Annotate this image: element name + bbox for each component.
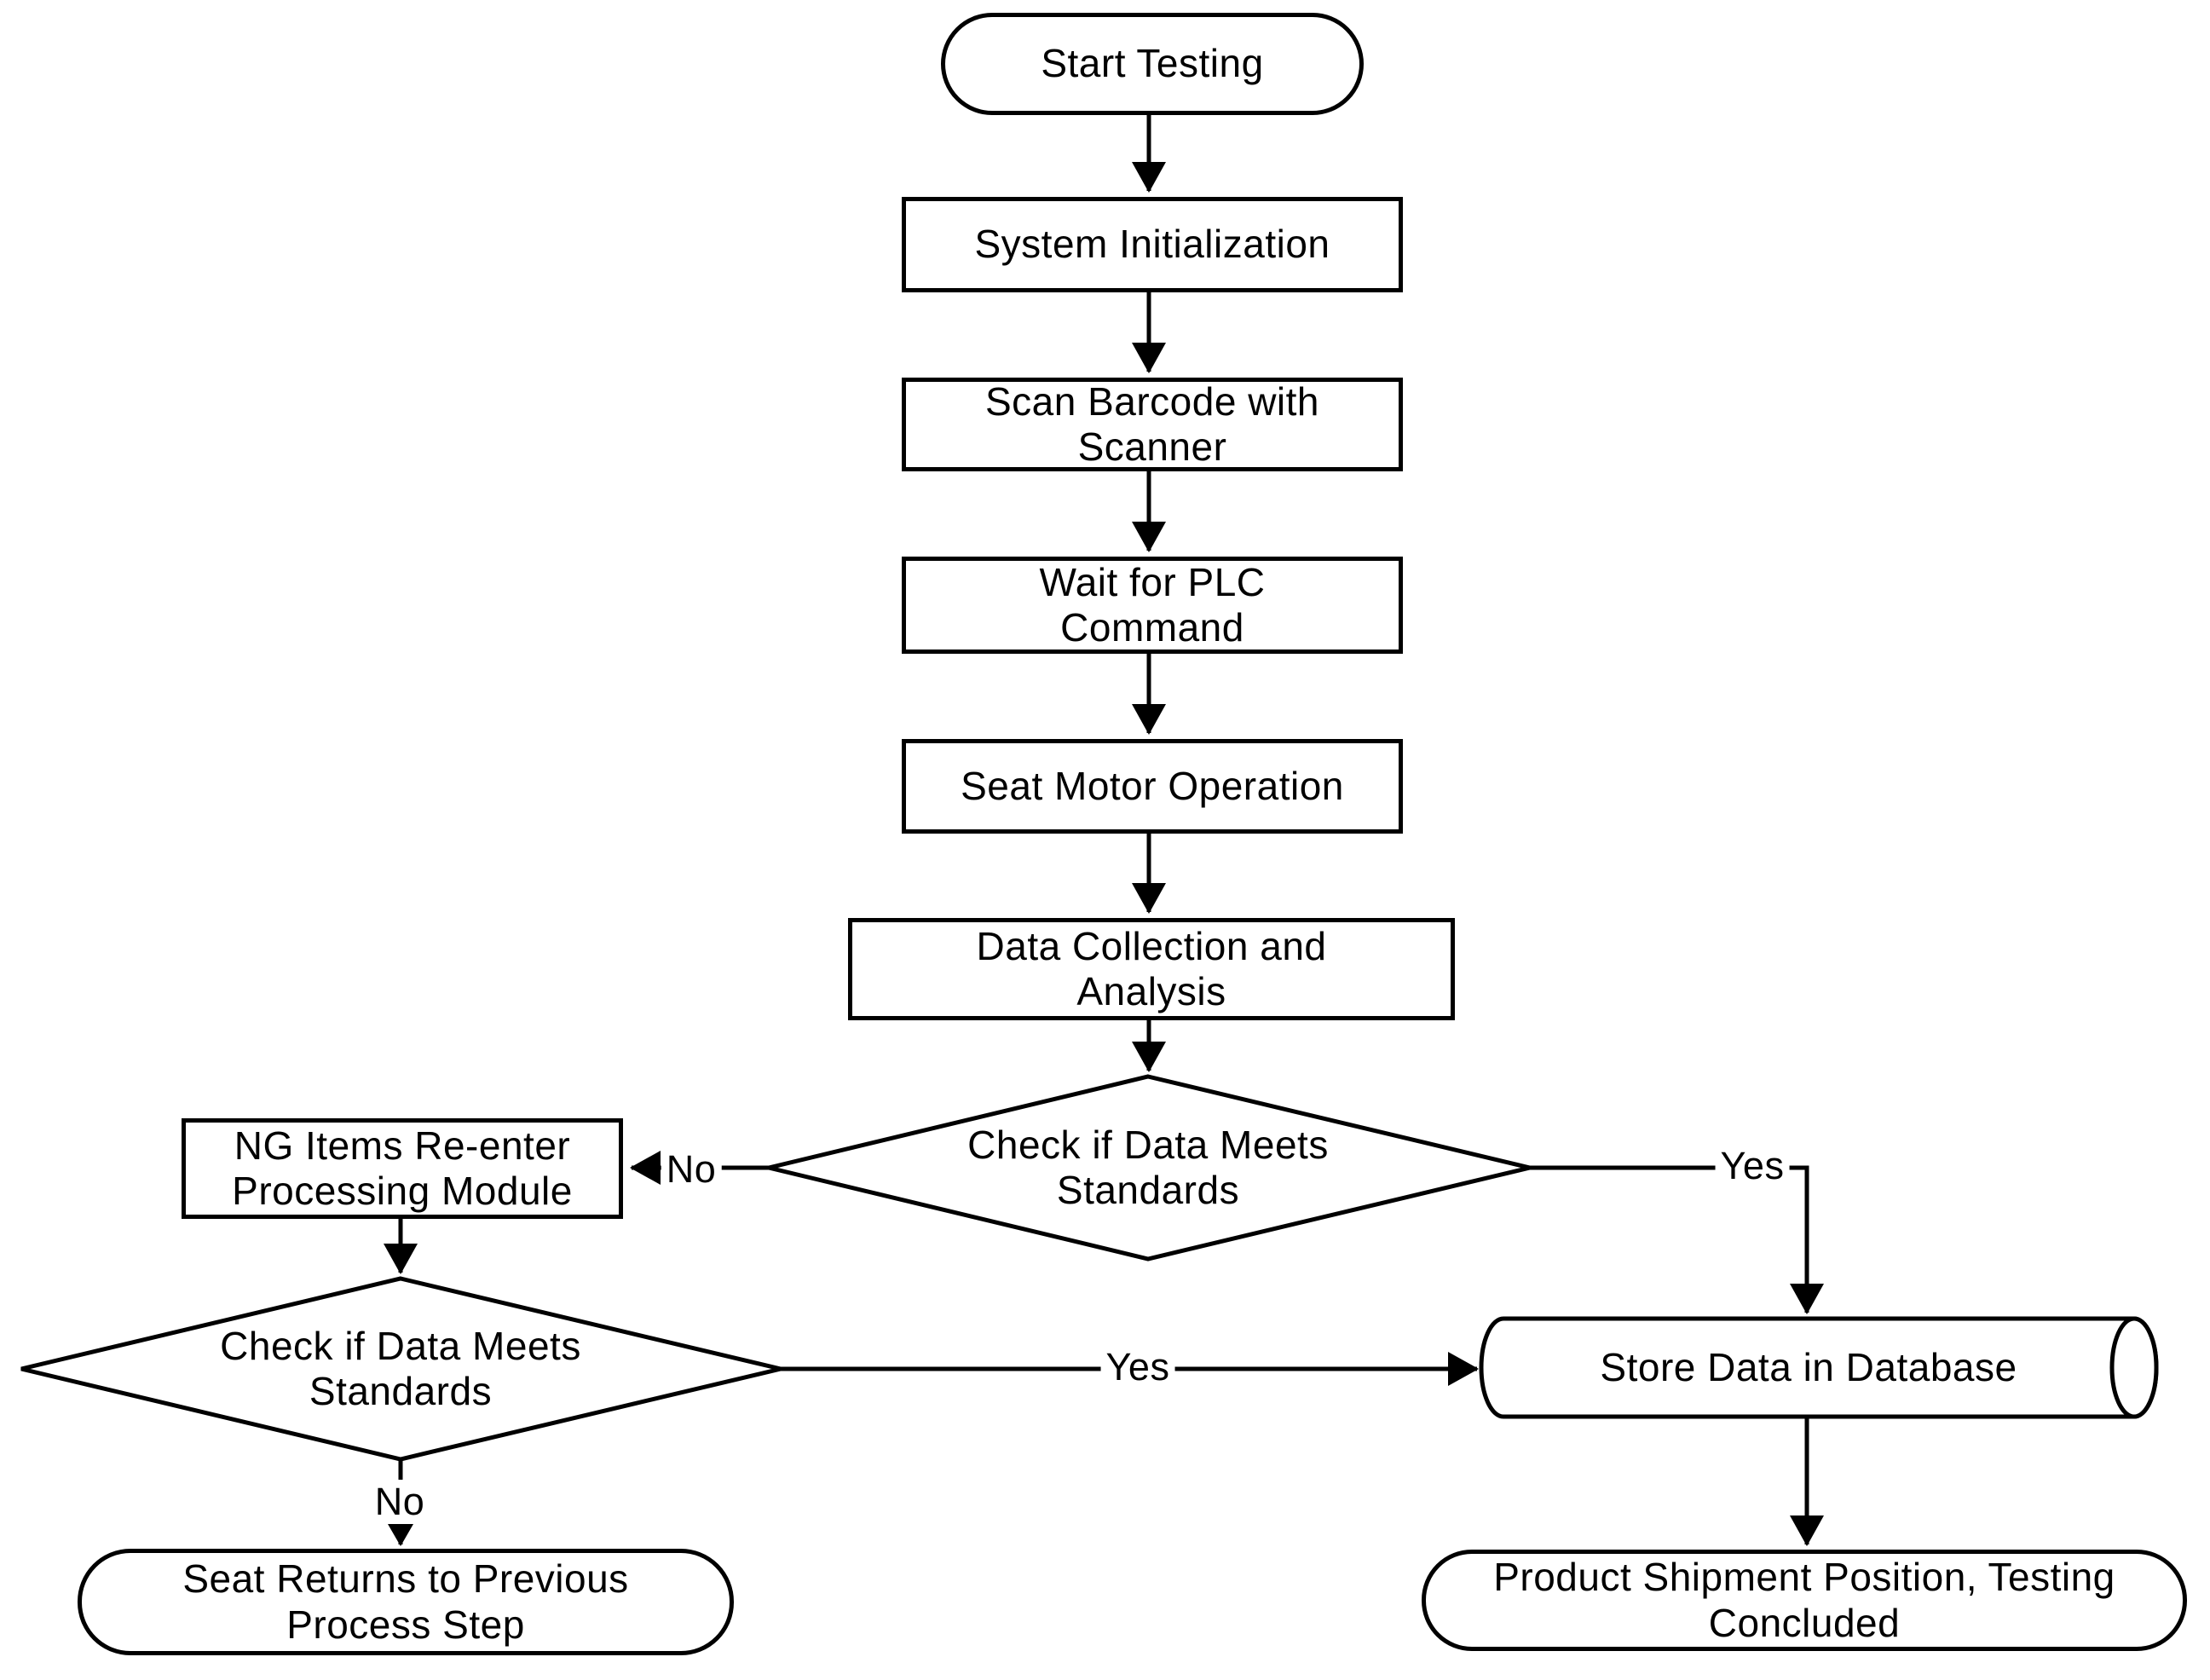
edge-check1-yes-to-store-data (1530, 1165, 1824, 1314)
database-cylinder-face (2109, 1316, 2159, 1419)
node-ng-items: NG Items Re-enter Processing Module (182, 1118, 623, 1219)
node-data-collection: Data Collection and Analysis (848, 918, 1455, 1020)
node-check2-label-box: Check if Data Meets Standards (124, 1295, 678, 1443)
edge-label-check2-no: No (369, 1480, 430, 1524)
node-system-initialization: System Initialization (902, 197, 1403, 292)
edge-label-check1-yes: Yes (1715, 1144, 1790, 1188)
node-product-shipment-label: Product Shipment Position, Testing Concl… (1493, 1555, 2115, 1645)
node-ng-items-label: NG Items Re-enter Processing Module (232, 1123, 573, 1213)
node-store-data-label-box: Store Data in Database (1519, 1328, 2098, 1407)
node-seat-returns-label: Seat Returns to Previous Process Step (182, 1556, 629, 1647)
edge-label-check1-no: No (661, 1147, 722, 1192)
decision-check2-diamond (20, 1276, 782, 1462)
node-data-collection-label: Data Collection and Analysis (976, 923, 1327, 1013)
node-wait-for-plc: Wait for PLC Command (902, 557, 1403, 654)
node-start-testing: Start Testing (941, 13, 1364, 115)
node-check1-label-box: Check if Data Meets Standards (871, 1094, 1425, 1242)
edge-label-check2-yes: Yes (1100, 1345, 1175, 1389)
node-start-testing-label: Start Testing (1041, 41, 1264, 86)
node-scan-barcode: Scan Barcode with Scanner (902, 378, 1403, 471)
node-scan-barcode-label: Scan Barcode with Scanner (984, 378, 1320, 469)
decision-check1-diamond (768, 1074, 1531, 1261)
node-seat-motor-operation-label: Seat Motor Operation (961, 763, 1344, 808)
node-seat-returns: Seat Returns to Previous Process Step (78, 1549, 734, 1655)
node-seat-motor-operation: Seat Motor Operation (902, 739, 1403, 834)
node-wait-for-plc-label: Wait for PLC Command (1039, 559, 1266, 649)
node-system-initialization-label: System Initialization (974, 222, 1330, 267)
node-check2-label: Check if Data Meets Standards (220, 1323, 581, 1413)
node-check1-label: Check if Data Meets Standards (967, 1122, 1329, 1212)
node-store-data-label: Store Data in Database (1600, 1344, 2017, 1389)
node-product-shipment: Product Shipment Position, Testing Concl… (1422, 1550, 2187, 1651)
